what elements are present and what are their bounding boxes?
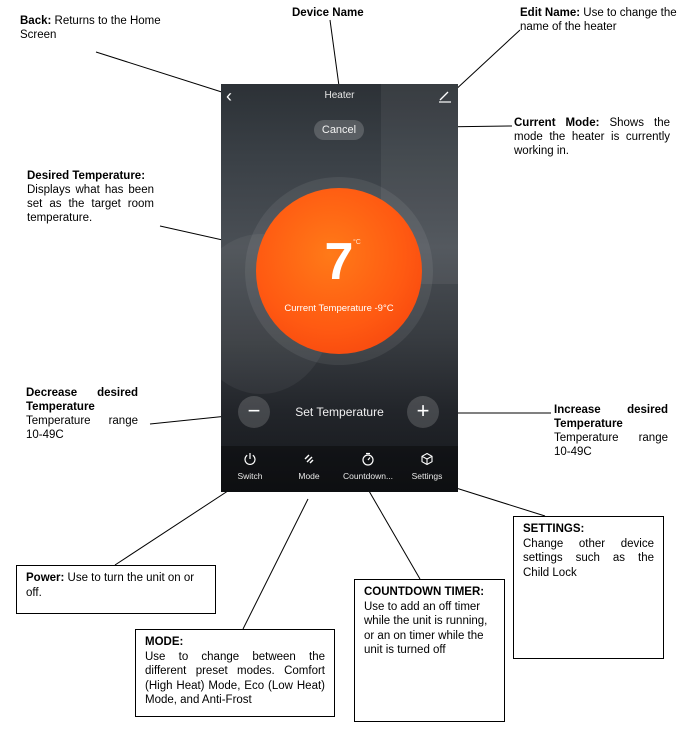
leader-back	[95, 51, 229, 95]
temperature-dial: 7 °C Current Temperature -9°C	[256, 188, 422, 354]
device-title: Heater	[324, 90, 355, 101]
annotation-settings: SETTINGS: Change other device settings s…	[513, 516, 664, 659]
annotation-desired-temperature: Desired Temperature: Displays what has b…	[27, 170, 154, 224]
setpoint-value: 7	[324, 233, 354, 291]
mode-icon	[304, 454, 314, 464]
tab-mode[interactable]: Mode	[279, 452, 339, 481]
tab-switch[interactable]: Switch	[221, 452, 280, 481]
leader-edit-name	[451, 29, 521, 94]
annotation-back: Back: Returns to the Home Screen	[20, 15, 161, 41]
current-temperature: Current Temperature -9°C	[284, 303, 394, 314]
cancel-button[interactable]: Cancel	[314, 120, 364, 140]
phone-screen: ‹ Heater Cancel 7 °C Current Temperature…	[221, 84, 458, 492]
leader-power	[114, 482, 241, 566]
leader-mode	[242, 498, 309, 630]
annotation-edit-name: Edit Name: Use to change the name of the…	[520, 7, 677, 33]
settings-icon	[421, 452, 433, 466]
set-temperature-label: Set Temperature	[295, 405, 384, 419]
increase-button[interactable]: +	[407, 396, 439, 428]
power-icon	[244, 453, 256, 466]
annotation-decrease: Decrease desired Temperature Temperature…	[26, 387, 138, 441]
edit-icon[interactable]	[438, 89, 452, 103]
back-icon[interactable]: ‹	[226, 86, 232, 106]
annotation-power: Power: Use to turn the unit on or off.	[16, 565, 216, 614]
temperature-unit: °C	[353, 239, 361, 246]
annotation-increase: Increase desired Temperature Temperature…	[554, 404, 668, 458]
top-bar: ‹ Heater	[221, 84, 458, 110]
tab-settings[interactable]: Settings	[397, 452, 457, 481]
bottom-tab-bar: Switch Mode Countdown... Settings	[221, 446, 458, 492]
tab-countdown[interactable]: Countdown...	[338, 452, 398, 481]
annotation-countdown: COUNTDOWN TIMER: Use to add an off timer…	[354, 579, 505, 722]
timer-icon	[362, 452, 374, 466]
annotation-device-name: Device Name	[292, 7, 364, 19]
decrease-button[interactable]: −	[238, 396, 270, 428]
leader-device-name	[329, 19, 340, 87]
annotation-mode: MODE: Use to change between the differen…	[135, 629, 335, 717]
leader-settings	[455, 487, 546, 517]
leader-countdown	[368, 490, 421, 580]
annotation-current-mode: Current Mode: Shows the mode the heater …	[514, 117, 670, 157]
